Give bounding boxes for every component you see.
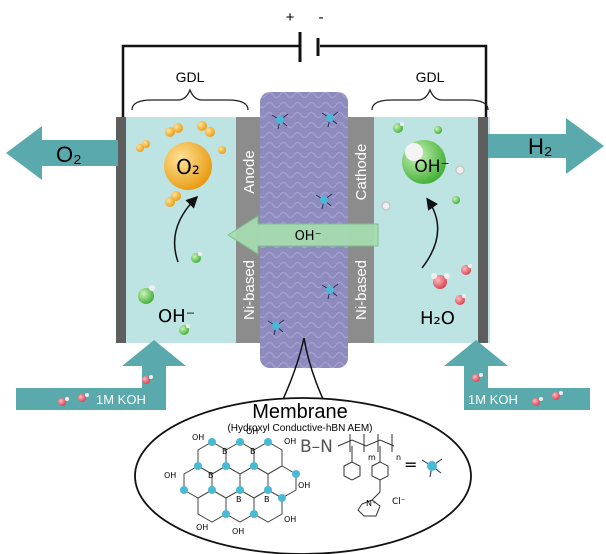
oh-group: OH [164, 471, 176, 480]
battery-minus: - [319, 9, 324, 26]
gdl-left-brace [131, 88, 249, 111]
koh-input-arrow-left [16, 340, 186, 410]
b-atom: B [208, 471, 214, 480]
koh-input-arrow-right [444, 340, 590, 410]
chloride-label: Cl⁻ [392, 497, 406, 507]
oh-group: OH [246, 427, 258, 436]
oh-group: OH [192, 433, 204, 442]
polymer-sub-n: n [396, 453, 401, 462]
h2o-right-label: H₂O [420, 308, 455, 329]
ni-based-right-label: Ni-based [353, 260, 370, 320]
o2-output-label: O₂ [56, 142, 82, 167]
particle-legend-icon [421, 458, 443, 478]
oh-left-label: OH⁻ [158, 306, 195, 327]
membrane-title: Membrane [252, 401, 348, 423]
oh-group: OH [232, 527, 244, 536]
koh-molecules-left [58, 375, 153, 406]
cathode-reaction-arrow [421, 197, 439, 269]
o2-output-arrow [6, 126, 118, 180]
o2-bubble-label: O₂ [176, 155, 200, 179]
oh-group: OH [284, 437, 296, 446]
h2o-molecules-right [431, 264, 472, 305]
koh-molecules-right [472, 373, 563, 406]
oh-flow-label: OH⁻ [295, 229, 322, 244]
end-plate-left [116, 117, 126, 343]
anode-label: Anode [241, 150, 258, 193]
circuit-wire [121, 44, 488, 117]
membrane-detail-inset [134, 397, 472, 554]
hbn-b-labels: B B B B B [208, 447, 270, 504]
gdl-right-label: GDL [416, 69, 445, 85]
b-atom: B [264, 495, 270, 504]
anode-reaction-arrow [173, 195, 199, 263]
ni-based-left-label: Ni-based [241, 260, 258, 320]
b-atom: B [250, 447, 256, 456]
membrane-particles [267, 111, 339, 336]
hbn-nitrogen-atoms [180, 438, 300, 518]
cathode-label: Cathode [353, 144, 370, 201]
bn-label: B–N [300, 437, 333, 457]
nplus-label: N⁺ [366, 499, 376, 508]
o2-bubble [164, 142, 212, 190]
gdl-right-brace [371, 88, 489, 111]
polymer-sub-m: m [368, 453, 376, 462]
polymer-structure [337, 434, 395, 517]
oh-group: OH [284, 515, 296, 524]
small-molecules-right [381, 122, 465, 211]
gdl-left-label: GDL [176, 69, 205, 85]
membrane-subtitle: (Hydroxyl Conductive-hBN AEM) [227, 423, 372, 434]
h2-output-arrow [488, 118, 604, 174]
o2-molecules [136, 121, 226, 207]
h2-output-label: H₂ [528, 134, 552, 159]
koh-feed-left-label: 1M KOH [96, 392, 146, 407]
oh-molecules-left [138, 252, 202, 335]
hbn-oh-groups: OH OH OH OH OH OH OH OH [164, 427, 310, 536]
oh-bubble-hydrogen [405, 143, 423, 161]
b-atom: B [222, 447, 228, 456]
oh-transport-arrow [227, 215, 379, 255]
zoom-lines [275, 337, 331, 415]
battery-plus: + [286, 9, 295, 26]
end-plate-right [478, 117, 488, 343]
oh-group: OH [196, 523, 208, 532]
equals-sign: = [404, 455, 417, 474]
oh-group: OH [298, 481, 310, 490]
oh-bubble-right-label: OH⁻ [414, 157, 449, 177]
koh-feed-right-label: 1M KOH [468, 392, 518, 407]
b-atom: B [236, 495, 242, 504]
